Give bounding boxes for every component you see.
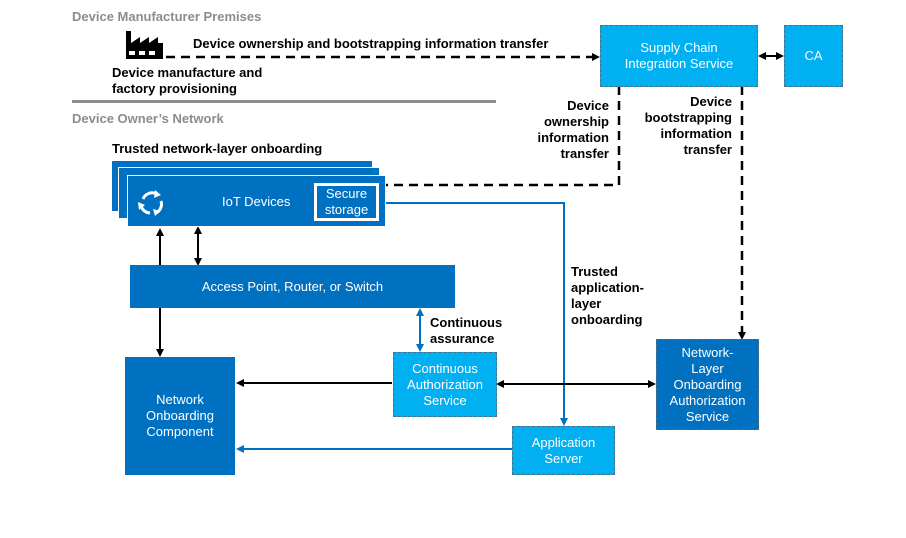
- network-layer-onboarding-authorization-service[interactable]: Network- Layer Onboarding Authorization …: [656, 339, 759, 430]
- iot-devices-label: IoT Devices: [222, 194, 291, 209]
- section-label-manufacturer: Device Manufacturer Premises: [72, 9, 262, 24]
- secure-storage-label-line: Secure: [325, 186, 368, 201]
- ownership-transfer-line: transfer: [560, 146, 609, 161]
- secure-storage[interactable]: Secure storage: [314, 183, 379, 221]
- trusted-app-onboarding-line: layer: [571, 296, 602, 311]
- trusted-network-onboarding-label: Trusted network-layer onboarding: [112, 141, 323, 156]
- trusted-app-onboarding-label: Trusted application- layer onboarding: [571, 264, 644, 328]
- access-point-label: Access Point, Router, or Switch: [201, 278, 384, 294]
- trusted-app-onboarding-line: onboarding: [571, 312, 643, 327]
- iot-devices[interactable]: IoT Devices Secure storage: [127, 175, 386, 227]
- continuous-assurance-line: assurance: [430, 331, 495, 346]
- ownership-bootstrap-transfer-label: Device ownership and bootstrapping infor…: [193, 36, 549, 51]
- app-server-label-line: Server: [544, 450, 583, 466]
- section-label-owner: Device Owner’s Network: [72, 111, 224, 126]
- nl-onboarding-label-line: Network-: [681, 344, 734, 360]
- continuous-assurance-label: Continuous assurance: [430, 315, 502, 347]
- bootstrap-transfer-line: transfer: [683, 142, 732, 157]
- network-onboarding-label-line: Network: [156, 392, 204, 407]
- connector-app-onboarding: [380, 202, 568, 426]
- nl-onboarding-label-line: Layer: [691, 360, 724, 376]
- continuous-auth-label-line: Service: [423, 392, 467, 408]
- factory-label-line2: factory provisioning: [112, 81, 237, 96]
- continuous-assurance-line: Continuous: [430, 315, 503, 330]
- nl-onboarding-label-line: Service: [685, 408, 730, 424]
- continuous-auth-label-line: Continuous: [412, 360, 478, 376]
- nl-onboarding-label-line: Authorization: [669, 392, 746, 408]
- factory-icon: [126, 31, 163, 59]
- ownership-transfer-line: information: [537, 130, 610, 145]
- supply-chain-label-line: Integration Service: [624, 56, 734, 71]
- bootstrap-transfer-label: Device bootstrapping information transfe…: [630, 94, 732, 158]
- secure-storage-label-line: storage: [324, 202, 369, 217]
- ownership-transfer-line: ownership: [543, 114, 609, 129]
- section-divider: [72, 100, 496, 103]
- supply-chain-integration-service[interactable]: Supply Chain Integration Service: [600, 25, 758, 87]
- bootstrap-transfer-line: information: [660, 126, 733, 141]
- app-server-label-line: Application: [531, 434, 596, 450]
- access-point-router-switch[interactable]: Access Point, Router, or Switch: [130, 265, 455, 308]
- network-onboarding-label-line: Component: [146, 424, 214, 439]
- continuous-authorization-service[interactable]: Continuous Authorization Service: [393, 352, 497, 417]
- supply-chain-label-line: Supply Chain: [640, 40, 718, 55]
- network-onboarding-label-line: Onboarding: [146, 408, 214, 423]
- ca-label: CA: [804, 48, 823, 63]
- nl-onboarding-label-line: Onboarding: [673, 376, 742, 392]
- bootstrap-transfer-line: Device: [690, 94, 732, 109]
- factory-label: Device manufacture and factory provision…: [112, 65, 262, 97]
- ownership-transfer-line: Device: [567, 98, 609, 113]
- bootstrap-transfer-line: bootstrapping: [644, 110, 732, 125]
- continuous-auth-label-line: Authorization: [407, 376, 483, 392]
- ca-node[interactable]: CA: [784, 25, 843, 87]
- application-server[interactable]: Application Server: [512, 426, 615, 475]
- connector-ownership-transfer: [380, 86, 621, 187]
- refresh-cycle-icon: [138, 190, 163, 216]
- trusted-app-onboarding-line: Trusted: [571, 264, 618, 279]
- network-onboarding-component[interactable]: Network Onboarding Component: [125, 357, 235, 475]
- ownership-transfer-label: Device ownership information transfer: [520, 98, 610, 162]
- factory-label-line1: Device manufacture and: [112, 65, 263, 80]
- trusted-app-onboarding-line: application-: [571, 280, 644, 295]
